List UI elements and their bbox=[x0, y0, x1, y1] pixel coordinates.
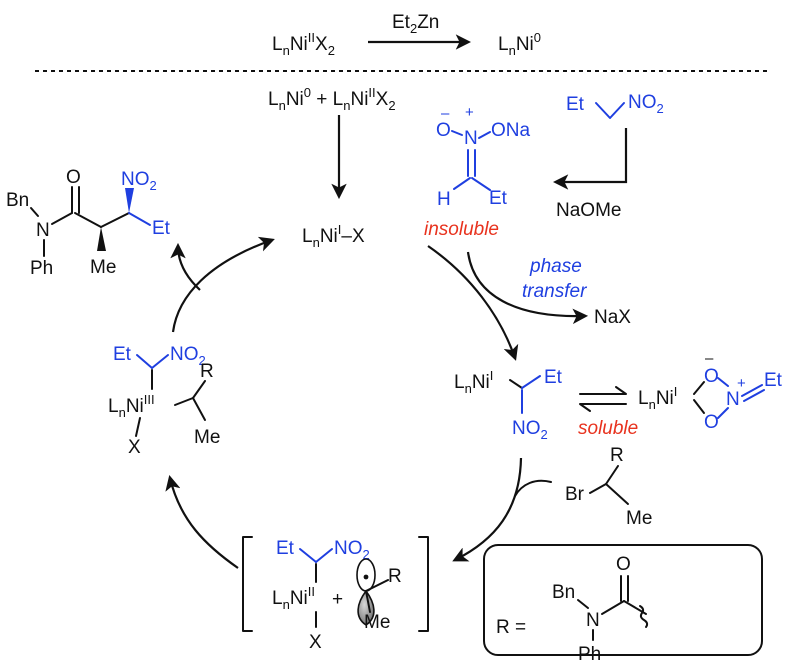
prod-wedge-me bbox=[97, 227, 106, 251]
phase-transfer-arrow bbox=[466, 251, 589, 325]
ni1-nitroalkyl: LnNiI Et NO2 bbox=[454, 367, 563, 442]
r-attachment-squiggle bbox=[639, 605, 649, 628]
nitronate-et: Et bbox=[489, 188, 508, 209]
ni1-no2: NO2 bbox=[512, 418, 548, 442]
nitropropane: Et NO2 bbox=[566, 92, 664, 119]
bromide-br: Br bbox=[565, 484, 585, 505]
svg-text:+: + bbox=[332, 589, 343, 610]
rad-x: X bbox=[309, 632, 322, 653]
r-o: O bbox=[616, 554, 631, 575]
ni3-r: R bbox=[200, 361, 214, 382]
svg-text:–: – bbox=[441, 105, 450, 122]
recombination-arrow bbox=[165, 475, 239, 569]
r-n: N bbox=[586, 610, 600, 631]
rad-me: Me bbox=[364, 612, 390, 633]
catalyst-activation: LnNiIIX2 Et2Zn LnNi0 bbox=[272, 12, 541, 58]
nitronate-ona: ONa bbox=[491, 120, 531, 141]
o-nitronate-et: Et bbox=[764, 370, 783, 391]
prod-me: Me bbox=[90, 257, 116, 278]
rad-no2: NO2 bbox=[334, 538, 370, 562]
prod-ph: Ph bbox=[30, 258, 53, 279]
nitropropane-et: Et bbox=[566, 94, 585, 115]
deprotonation-arrow bbox=[552, 128, 628, 190]
nitronate-o1: O bbox=[704, 366, 719, 387]
r-ph: Ph bbox=[578, 644, 601, 665]
svg-text:LnNiI: LnNiI bbox=[638, 384, 677, 412]
ni3-x: X bbox=[128, 437, 141, 458]
ni3-et: Et bbox=[113, 344, 132, 365]
prod-o: O bbox=[66, 167, 81, 188]
bromide-me: Me bbox=[626, 508, 652, 529]
r-bn: Bn bbox=[552, 582, 575, 603]
ni3-no2: NO2 bbox=[170, 344, 206, 368]
bromide-entry-arrow bbox=[514, 479, 552, 497]
precatalyst-label: LnNiIIX2 bbox=[272, 30, 335, 58]
p-orbital-radical bbox=[356, 558, 389, 626]
product-release-arrow bbox=[170, 242, 201, 291]
nitropropane-no2: NO2 bbox=[628, 92, 664, 116]
prod-wedge-no2 bbox=[125, 188, 134, 213]
halogen-abstraction-arrow bbox=[452, 457, 523, 562]
prod-et: Et bbox=[152, 218, 171, 239]
transmetalation-arrow bbox=[427, 245, 519, 361]
nitronate-o2: O bbox=[704, 412, 719, 433]
equilibrium-arrows bbox=[579, 386, 627, 412]
insoluble-label: insoluble bbox=[424, 219, 499, 240]
soluble-label: soluble bbox=[578, 418, 638, 439]
ni3-complex: Et NO2 LnNiIII X R Me bbox=[108, 344, 220, 458]
prod-n: N bbox=[36, 220, 50, 241]
sodium-nitronate: – O + N ONa H Et bbox=[436, 104, 531, 210]
prod-bn: Bn bbox=[6, 190, 29, 211]
radical-pair: Et NO2 LnNiII X + R Me bbox=[242, 536, 429, 653]
reductant-label: Et2Zn bbox=[392, 12, 439, 36]
nitronate-o: O bbox=[436, 120, 451, 141]
nitronate-n2: N bbox=[726, 389, 740, 410]
bracket-right bbox=[418, 536, 429, 632]
r-eq: R = bbox=[496, 617, 526, 638]
nitronate-n: N bbox=[464, 128, 478, 149]
base-label: NaOMe bbox=[556, 200, 621, 221]
phase-label: phase bbox=[529, 256, 582, 277]
comproportionation-label: LnNi0 + LnNiIIX2 bbox=[268, 85, 396, 113]
svg-text:LnNiI: LnNiI bbox=[454, 368, 493, 396]
rad-et: Et bbox=[276, 538, 295, 559]
salt-label: NaX bbox=[594, 307, 631, 328]
ni1-halide-label: LnNiI–X bbox=[302, 222, 365, 250]
transfer-label: transfer bbox=[522, 281, 587, 302]
ni1-o-nitronate: LnNiI – O O + N Et bbox=[638, 350, 783, 433]
ni3-me: Me bbox=[194, 427, 220, 448]
reductive-elimination-arrow bbox=[171, 236, 275, 333]
prod-no2: NO2 bbox=[121, 169, 157, 193]
nitronate-h: H bbox=[437, 189, 451, 210]
bromide-r: R bbox=[610, 445, 624, 466]
ni0-label: LnNi0 bbox=[498, 30, 541, 58]
product-amide: Bn N Ph O Me NO2 Et bbox=[6, 167, 171, 279]
r-definition-box: R = Bn N Ph O bbox=[483, 544, 763, 665]
svg-text:+: + bbox=[737, 375, 746, 392]
svg-text:+: + bbox=[465, 104, 474, 121]
svg-text:LnNiIII: LnNiIII bbox=[108, 392, 155, 420]
svg-text:LnNiII: LnNiII bbox=[272, 584, 315, 612]
secondary-bromide: Br R Me bbox=[565, 445, 652, 529]
svg-text:–: – bbox=[705, 350, 714, 367]
bracket-left bbox=[242, 536, 253, 632]
ni1-et: Et bbox=[544, 367, 563, 388]
rad-r: R bbox=[388, 566, 402, 587]
